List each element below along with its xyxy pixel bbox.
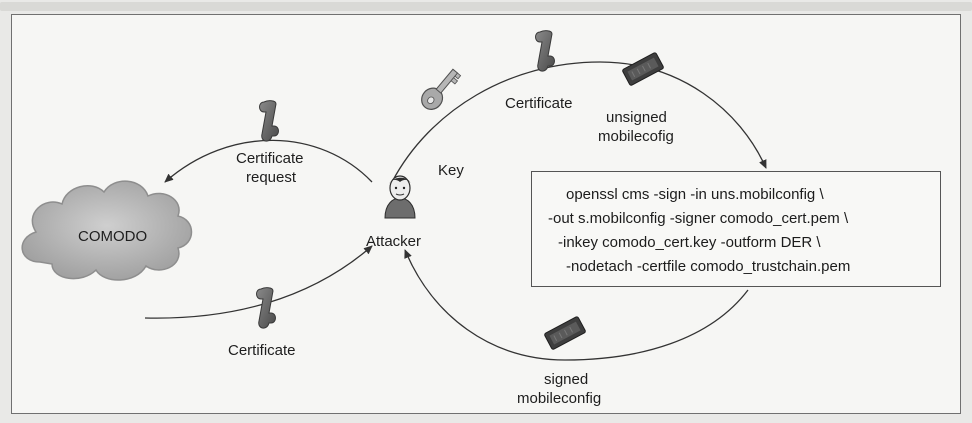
command-line-4: -nodetach -certfile comodo_trustchain.pe…: [566, 258, 851, 275]
command-line-1: openssl cms -sign -in uns.mobilconfig \: [566, 186, 824, 203]
signed-label-line1: signed: [544, 371, 589, 388]
key-label: Key: [438, 162, 464, 179]
key-icon: [421, 68, 462, 110]
certificate-request-label-line1: Certificate: [236, 150, 304, 167]
certificate-top-label: Certificate: [505, 95, 573, 112]
command-line-2: -out s.mobilconfig -signer comodo_cert.p…: [548, 210, 849, 227]
attacker-icon: [384, 175, 416, 219]
certificate-request-arrow: [164, 139, 373, 183]
certificate-request-label-line2: request: [246, 169, 297, 186]
comodo-cloud-icon: [21, 180, 193, 281]
certificate-scroll-icon-top: [535, 30, 555, 72]
background-text-line: [0, 2, 972, 11]
certificate-bottom-label: Certificate: [228, 342, 296, 359]
certificate-scroll-icon-bottom: [256, 287, 276, 329]
openssl-command-box: openssl cms -sign -in uns.mobilconfig \ …: [531, 171, 941, 287]
unsigned-mobileconfig-device-icon: [622, 52, 664, 86]
attacker-label: Attacker: [366, 233, 422, 250]
certificate-request-scroll-icon: [259, 100, 279, 142]
command-line-3: -inkey comodo_cert.key -outform DER \: [558, 234, 821, 251]
comodo-label: COMODO: [78, 228, 148, 245]
unsigned-label-line2: mobilecofig: [598, 128, 674, 145]
signed-label-line2: mobileconfig: [517, 390, 602, 407]
unsigned-label-line1: unsigned: [606, 109, 667, 126]
signed-mobileconfig-device-icon: [544, 316, 586, 350]
unsigned-config-arrow: [391, 61, 767, 183]
signed-config-arrow: [404, 249, 749, 361]
